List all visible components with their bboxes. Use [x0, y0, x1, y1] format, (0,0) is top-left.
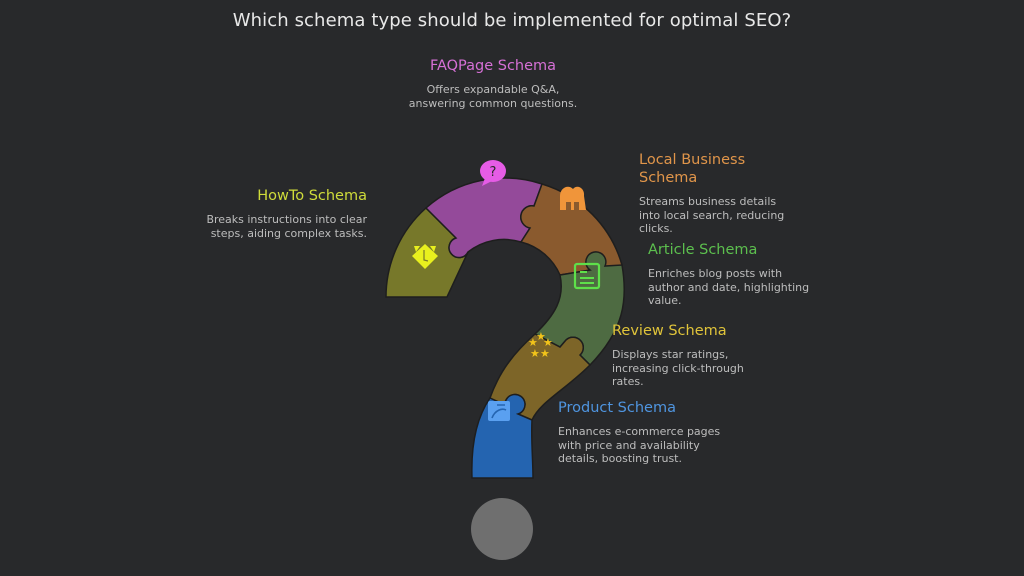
- hand-pointer-icon: [412, 244, 438, 269]
- local-business-title: Local Business Schema: [639, 152, 746, 186]
- svg-text:?: ?: [490, 165, 497, 180]
- storefront-icon: [560, 186, 586, 210]
- faq-block: FAQPage Schema Offers expandable Q&A, an…: [400, 57, 586, 110]
- svg-text:★: ★: [543, 336, 553, 349]
- article-description: Enriches blog posts with author and date…: [648, 267, 810, 307]
- question-mark-dot: [471, 498, 533, 560]
- article-icon: [573, 262, 601, 290]
- article-title: Article Schema: [648, 242, 758, 258]
- product-segment: [471, 393, 534, 479]
- stars-icon: ★ ★ ★ ★ ★: [528, 330, 553, 360]
- review-block: Review Schema Displays star ratings, inc…: [612, 322, 762, 389]
- faq-title: FAQPage Schema: [429, 58, 557, 74]
- svg-text:★: ★: [540, 347, 550, 360]
- product-block: Product Schema Enhances e-commerce pages…: [558, 399, 728, 466]
- howto-block: HowTo Schema Breaks instructions into cl…: [205, 187, 367, 240]
- svg-text:★: ★: [530, 347, 540, 360]
- page-title: Which schema type should be implemented …: [232, 10, 792, 31]
- review-title: Review Schema: [612, 323, 727, 339]
- faq-description: Offers expandable Q&A, answering common …: [408, 83, 578, 110]
- svg-text:★: ★: [528, 336, 538, 349]
- howto-description: Breaks instructions into clear steps, ai…: [206, 213, 367, 240]
- question-bubble-icon: ?: [480, 160, 506, 186]
- review-description: Displays star ratings, increasing click-…: [612, 348, 744, 388]
- price-tag-icon: [488, 401, 510, 421]
- howto-title: HowTo Schema: [257, 188, 367, 204]
- local-business-description: Streams business details into local sear…: [639, 195, 785, 235]
- svg-text:★: ★: [536, 330, 546, 343]
- local-business-block: Local Business Schema Streams business d…: [639, 151, 799, 236]
- product-title: Product Schema: [558, 400, 676, 416]
- product-description: Enhances e-commerce pages with price and…: [558, 425, 721, 465]
- article-block: Article Schema Enriches blog posts with …: [648, 241, 820, 308]
